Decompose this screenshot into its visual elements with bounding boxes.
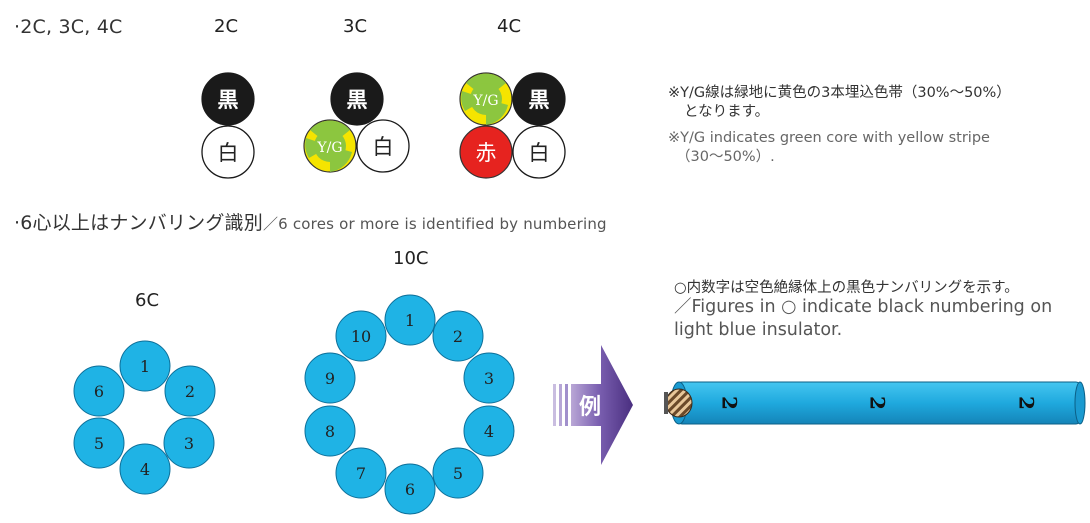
svg-text:白: 白 [373, 135, 394, 159]
numbering-note-en-line1: ／Figures in ○ indicate black numbering o… [674, 297, 1053, 317]
svg-text:2: 2 [185, 382, 195, 401]
core-10c-10: 10 [335, 310, 387, 362]
yg-note-en-line1: ※Y/G indicates green core with yellow st… [668, 130, 990, 146]
label-2c: 2C [214, 16, 239, 37]
ring-10c: 1 2 3 4 5 6 7 8 9 10 [304, 294, 515, 515]
svg-text:白: 白 [529, 141, 550, 165]
core-10c-6: 6 [384, 463, 436, 515]
core-3c-black: 黒 [330, 72, 384, 126]
core-3c-white: 白 [356, 119, 410, 173]
svg-text:10: 10 [351, 327, 371, 346]
svg-text:6: 6 [94, 382, 104, 401]
section-title-2c-3c-4c: ·2C, 3C, 4C [14, 16, 123, 38]
core-2c-black: 黒 [201, 72, 255, 126]
example-label: 例 [579, 395, 601, 420]
example-arrow: 例 [553, 345, 633, 465]
section-title-numbering-jp: ·6心以上はナンバリング識別 [14, 212, 263, 234]
core-10c-4: 4 [463, 405, 515, 457]
svg-text:6: 6 [405, 480, 415, 499]
core-10c-8: 8 [304, 405, 356, 457]
svg-text:1: 1 [405, 311, 415, 330]
svg-text:Y/G: Y/G [316, 140, 342, 156]
svg-text:赤: 赤 [476, 141, 497, 165]
section-title-numbering-en: ／6 cores or more is identified by number… [262, 215, 607, 233]
core-4c-white: 白 [512, 125, 566, 179]
svg-text:黒: 黒 [347, 88, 368, 112]
yg-note-jp-line1: ※Y/G線は緑地に黄色の3本埋込色帯（30%〜50%） [668, 85, 1011, 101]
example-cable: 2 2 2 [664, 381, 1086, 425]
svg-text:3: 3 [184, 434, 194, 453]
svg-text:1: 1 [140, 357, 150, 376]
svg-text:9: 9 [325, 369, 335, 388]
label-3c: 3C [343, 16, 368, 37]
yg-note-en-line2: （30〜50%）. [676, 149, 775, 165]
numbering-note-jp: ○内数字は空色絶縁体上の黒色ナンバリングを示す。 [674, 280, 1019, 296]
svg-text:黒: 黒 [218, 88, 239, 112]
core-6c-4: 4 [119, 443, 171, 495]
core-10c-1: 1 [384, 294, 436, 346]
core-4c-red: 赤 [459, 125, 513, 179]
svg-text:4: 4 [484, 422, 494, 441]
svg-text:2: 2 [453, 327, 463, 346]
core-4c-black: 黒 [512, 72, 566, 126]
core-6c-2: 2 [164, 365, 216, 417]
label-6c: 6C [135, 290, 160, 311]
core-2c-white: 白 [201, 125, 255, 179]
numbering-note-en-line2: light blue insulator. [674, 320, 843, 340]
svg-text:3: 3 [484, 369, 494, 388]
svg-text:5: 5 [453, 464, 463, 483]
svg-text:7: 7 [356, 464, 366, 483]
svg-text:2: 2 [718, 396, 742, 410]
svg-text:4: 4 [140, 460, 150, 479]
core-10c-2: 2 [432, 310, 484, 362]
svg-text:黒: 黒 [529, 88, 550, 112]
core-6c-1: 1 [119, 340, 171, 392]
core-6c-5: 5 [73, 417, 125, 469]
core-6c-6: 6 [73, 365, 125, 417]
cable-marking-3: 2 [1015, 396, 1039, 410]
svg-text:Y/G: Y/G [472, 93, 498, 109]
cable-marking-2: 2 [866, 396, 890, 410]
cable-marking-1: 2 [718, 396, 742, 410]
svg-text:2: 2 [1015, 396, 1039, 410]
svg-text:2: 2 [866, 396, 890, 410]
section-title-numbering: ·6心以上はナンバリング識別／6 cores or more is identi… [14, 208, 607, 235]
svg-text:8: 8 [325, 422, 335, 441]
core-10c-5: 5 [432, 447, 484, 499]
svg-text:白: 白 [218, 141, 239, 165]
label-10c: 10C [393, 248, 429, 269]
core-4c-yg: Y/G [459, 72, 513, 126]
yg-note-jp-line2: となります。 [684, 104, 770, 120]
svg-text:5: 5 [94, 434, 104, 453]
core-6c-3: 3 [163, 417, 215, 469]
core-10c-7: 7 [335, 447, 387, 499]
core-10c-9: 9 [304, 352, 356, 404]
core-10c-3: 3 [463, 352, 515, 404]
core-3c-yg: Y/G [303, 119, 357, 173]
label-4c: 4C [497, 16, 522, 37]
ring-6c: 1 2 3 4 5 6 [73, 340, 216, 495]
